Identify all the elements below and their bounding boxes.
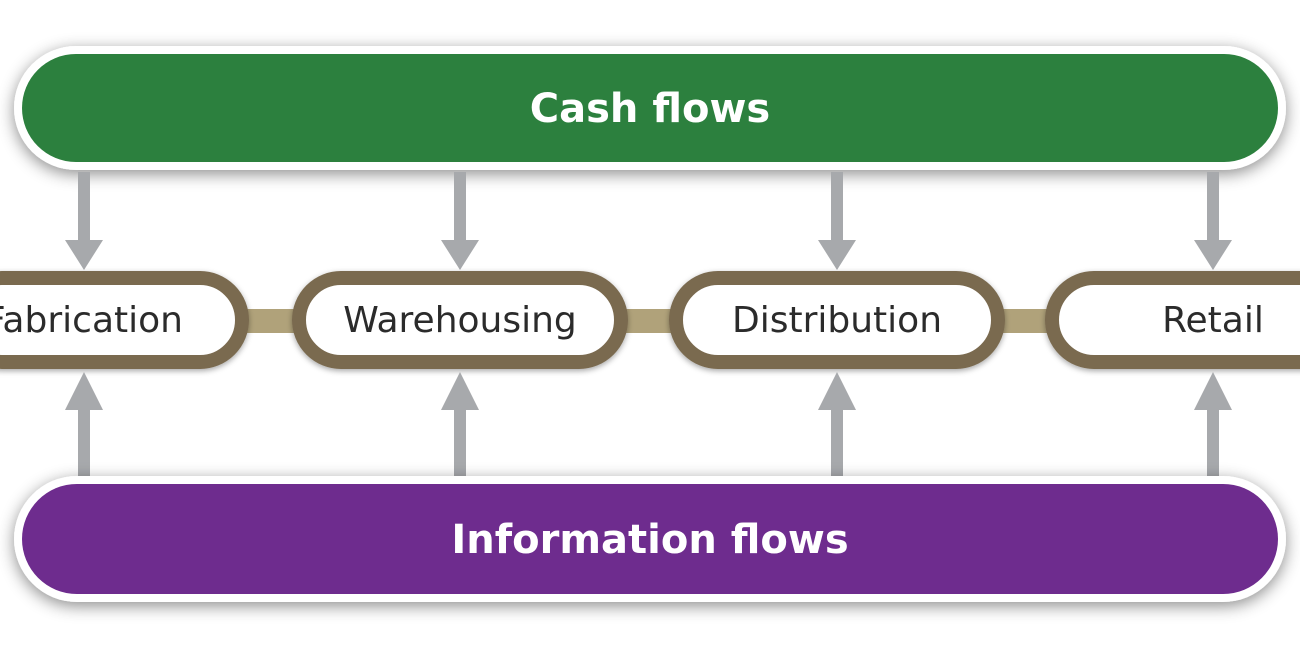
cash-flows-pill [22,54,1278,162]
arrow-down-icon [65,172,103,270]
arrow-down-icon [441,172,479,270]
chain-node-distribution: Distribution [669,271,1005,369]
chain-nodes: Fabrication Warehousing Distribution Ret… [0,271,1300,369]
chain-node-label: Retail [1162,300,1264,341]
chain-node-label: Fabrication [0,300,183,341]
cash-arrows [65,172,1232,270]
information-flows-banner: Information flows [14,476,1286,602]
information-flows-pill [22,484,1278,594]
arrow-up-icon [441,372,479,480]
information-arrows [65,372,1232,480]
chain-node-label: Distribution [732,300,942,341]
arrow-up-icon [818,372,856,480]
cash-flows-label: Cash flows [530,86,770,132]
arrow-down-icon [1194,172,1232,270]
chain-node-label: Warehousing [343,300,577,341]
arrow-up-icon [1194,372,1232,480]
chain-node-retail: Retail [1045,271,1300,369]
arrow-up-icon [65,372,103,480]
arrow-down-icon [818,172,856,270]
cash-flows-banner: Cash flows [14,46,1286,170]
chain-node-fabrication: Fabrication [0,271,249,369]
chain-node-warehousing: Warehousing [292,271,628,369]
information-flows-label: Information flows [451,517,848,563]
